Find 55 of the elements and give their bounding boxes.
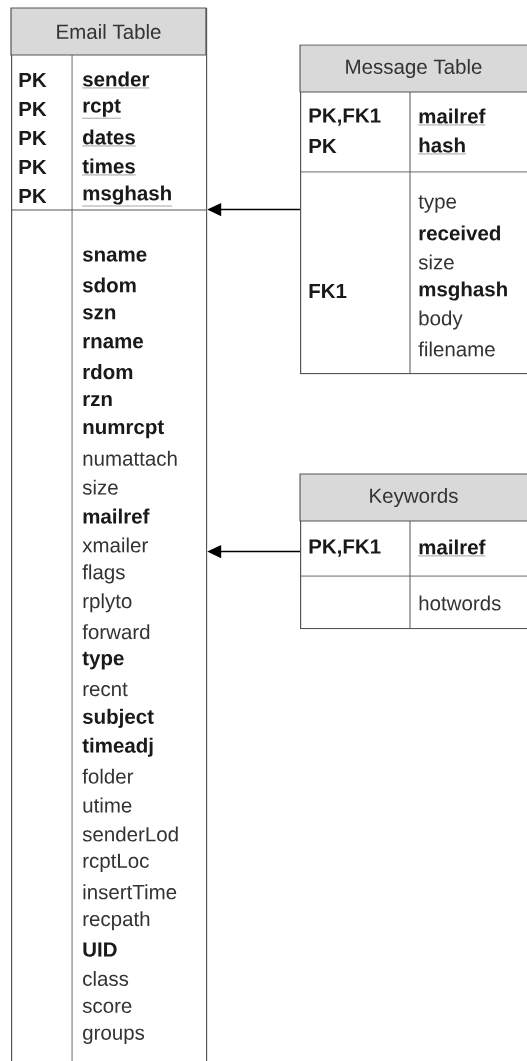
key-label: PK bbox=[19, 188, 47, 204]
field-name: UID bbox=[83, 942, 117, 957]
table-header: Keywords bbox=[299, 473, 527, 522]
field-name: flags bbox=[82, 564, 125, 584]
field-name: score bbox=[82, 1001, 132, 1013]
key-field: times bbox=[82, 158, 136, 176]
field-name: rplyto bbox=[83, 593, 132, 613]
field-name: rzn bbox=[83, 395, 112, 407]
key-field: mailref bbox=[418, 539, 486, 557]
field-name: type bbox=[82, 651, 124, 670]
key-label: PK,FK1 bbox=[309, 108, 381, 126]
field-name: groups bbox=[83, 1028, 145, 1044]
field-name: folder bbox=[82, 768, 134, 784]
field-name: rcptLoc bbox=[83, 853, 149, 873]
field-name: szn bbox=[82, 308, 116, 320]
field-name: mailref bbox=[83, 508, 150, 524]
field-name: rdom bbox=[83, 364, 133, 380]
field-name: numrcpt bbox=[83, 420, 164, 439]
field-name: received bbox=[419, 225, 500, 241]
key-field: msghash bbox=[82, 185, 173, 207]
field-name: size bbox=[418, 254, 454, 270]
field-name: sdom bbox=[82, 277, 136, 293]
field-name: subject bbox=[82, 708, 154, 728]
field-name: forward bbox=[82, 624, 150, 640]
key-label: FK1 bbox=[309, 283, 347, 299]
field-name: filename bbox=[418, 341, 495, 357]
key-field: mailref bbox=[418, 108, 486, 126]
key-label: PK bbox=[19, 72, 47, 88]
key-label: PK bbox=[19, 101, 47, 117]
field-name: xmailer bbox=[82, 537, 148, 553]
field-name: timeadj bbox=[82, 737, 153, 757]
table-header: Email Table bbox=[10, 7, 207, 56]
key-field: dates bbox=[82, 129, 136, 147]
field-name: recpath bbox=[83, 911, 150, 931]
field-name: utime bbox=[83, 797, 132, 813]
key-field: sender bbox=[82, 71, 150, 89]
field-name: recnt bbox=[83, 682, 128, 697]
field-name: msghash bbox=[419, 281, 507, 301]
key-field: hash bbox=[418, 137, 467, 155]
table-header: Message Table bbox=[299, 44, 527, 93]
field-name: senderLod bbox=[82, 826, 178, 842]
key-field: rcpt bbox=[82, 99, 122, 119]
field-name: hotwords bbox=[419, 595, 501, 611]
key-label: PK bbox=[19, 130, 47, 146]
field-name: type bbox=[418, 195, 457, 213]
field-name: rname bbox=[83, 337, 143, 349]
field-name: body bbox=[419, 310, 463, 330]
field-name: insertTime bbox=[83, 884, 177, 900]
field-name: numattach bbox=[83, 450, 177, 466]
field-name: class bbox=[83, 971, 129, 987]
key-label: PK bbox=[19, 159, 47, 175]
key-label: PK bbox=[309, 138, 337, 154]
key-label: PK,FK1 bbox=[309, 539, 381, 557]
field-name: sname bbox=[82, 250, 147, 262]
field-name: size bbox=[82, 479, 118, 495]
